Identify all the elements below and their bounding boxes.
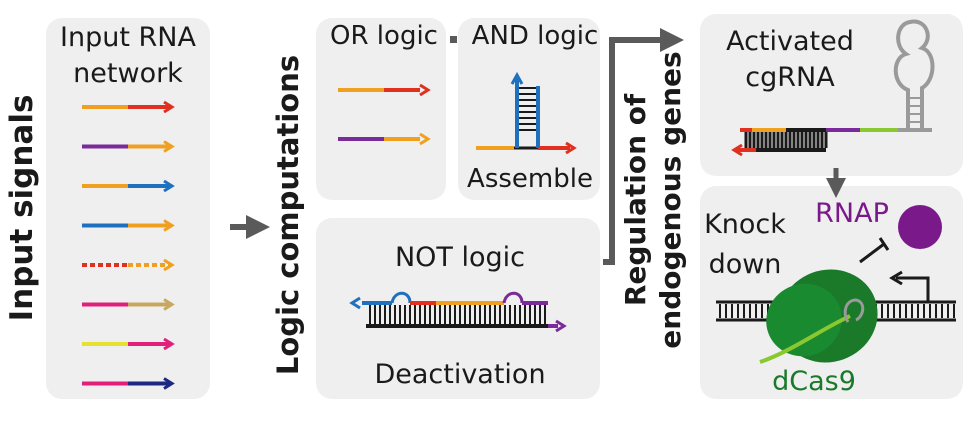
down-label: down	[709, 249, 782, 280]
activated-label-line2: cgRNA	[745, 62, 835, 93]
activated-label-line1: Activated	[726, 26, 854, 57]
logic-to-activated-arrow	[603, 28, 684, 265]
regulation-label-line2: endogenous genes	[654, 51, 687, 348]
and-logic-title: AND logic	[472, 21, 599, 51]
input-strand	[82, 377, 175, 390]
cgrna-structure	[731, 19, 935, 157]
dcas9-icon	[759, 269, 878, 364]
input-strand	[82, 219, 175, 232]
regulation-label-line1: Regulation of	[619, 93, 652, 306]
logic-computations-label: Logic computations	[271, 55, 305, 375]
or-strand-2	[338, 132, 431, 146]
knock-label: Knock	[704, 209, 786, 240]
and-logic-panel	[458, 18, 600, 200]
input-strand	[82, 140, 175, 153]
promoter-arrow	[889, 270, 930, 302]
not-logic-panel	[316, 218, 600, 399]
input-rna-title-line2: network	[73, 58, 183, 89]
input-signals-label: Input signals	[4, 95, 40, 322]
rnap-icon	[898, 205, 942, 249]
dcas9-label: dCas9	[772, 366, 856, 397]
input-strand	[82, 258, 175, 272]
input-strand-list	[82, 100, 175, 390]
and-hairpin-complex	[476, 71, 577, 155]
input-strand	[82, 298, 175, 311]
inhibition-marker	[859, 237, 890, 264]
not-logic-title: NOT logic	[395, 242, 525, 273]
input-strand	[82, 100, 175, 114]
title-separator	[450, 36, 457, 43]
input-strand	[82, 337, 175, 351]
or-strand-1	[338, 83, 431, 97]
or-logic-title: OR logic	[330, 21, 438, 51]
assemble-label: Assemble	[467, 164, 593, 194]
rnap-label: RNAP	[815, 198, 889, 229]
input-strand	[82, 179, 175, 193]
input-rna-title-line1: Input RNA	[60, 22, 196, 53]
or-logic-panel	[316, 18, 446, 200]
deactivation-label: Deactivation	[374, 359, 545, 390]
not-duplex-complex	[349, 291, 567, 333]
